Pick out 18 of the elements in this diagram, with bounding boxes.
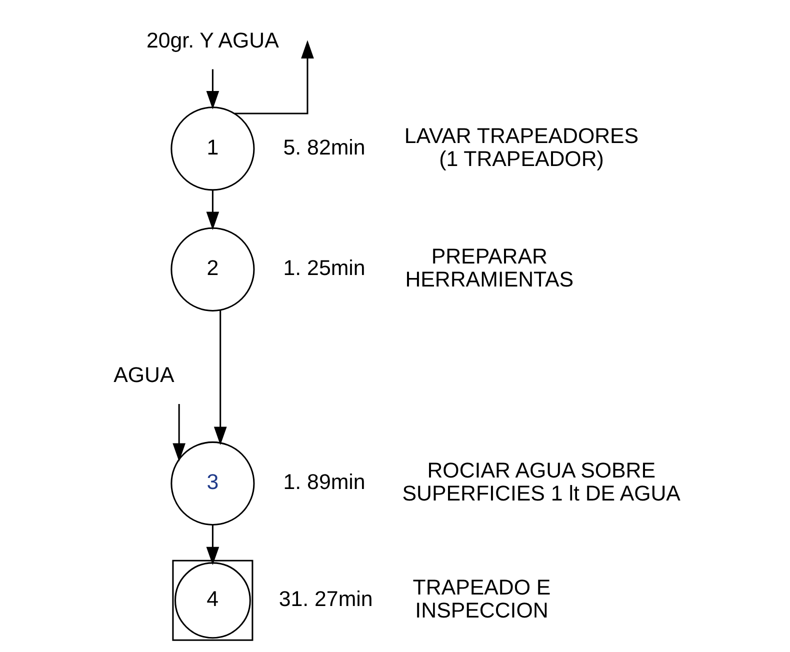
node-text: AGUA	[114, 363, 174, 388]
node-label: ROCIAR AGUA SOBRE SUPERFICIES 1 lt DE AGUA	[402, 458, 680, 506]
arrow	[234, 40, 314, 114]
arrow	[214, 310, 227, 446]
node-label: 1. 25min	[283, 256, 366, 280]
node-label: 31. 27min	[278, 587, 373, 612]
node-text: 20gr. Y AGUA	[146, 28, 279, 52]
node-label: PREPARAR HERRAMIENTAS	[405, 244, 574, 292]
arrow	[206, 525, 220, 566]
arrow	[206, 190, 220, 230]
node-label: 5. 82min	[283, 135, 366, 160]
node-circle: 2	[170, 227, 255, 312]
node-label: TRAPEADO E INSPECCION	[412, 576, 551, 623]
arrow	[172, 404, 186, 462]
node-label: LAVAR TRAPEADORES (1 TRAPEADOR)	[404, 124, 639, 171]
arrow	[206, 69, 220, 110]
node-label: 1. 89min	[283, 470, 366, 494]
node-circle: 1	[170, 106, 255, 191]
